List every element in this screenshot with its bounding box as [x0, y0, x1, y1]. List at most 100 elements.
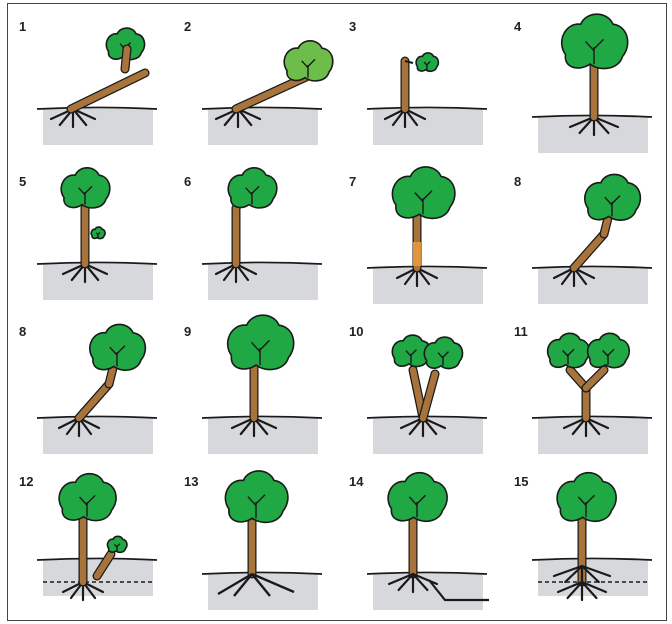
trunk: [570, 230, 608, 272]
tree-crown: [226, 314, 295, 371]
tree-crown: [556, 471, 617, 523]
crown-branches: [109, 345, 126, 367]
tree-panel: 5: [13, 164, 173, 314]
tree-crown: [391, 166, 456, 220]
tree-illustration: [201, 470, 323, 610]
roots: [387, 572, 439, 594]
panel-number: 3: [349, 19, 357, 34]
trunk: [232, 73, 310, 113]
crown-branches: [414, 190, 433, 215]
tree-illustration: [201, 314, 323, 454]
ground-line: [531, 265, 653, 269]
tree-crown: [586, 332, 631, 369]
tree-illustration: [531, 173, 653, 304]
tree-illustration: [36, 472, 158, 602]
roots: [61, 580, 105, 602]
tree-illustration: [201, 167, 323, 300]
tree-crown: [387, 471, 448, 523]
tree-panel: 11: [508, 314, 668, 464]
tree-crown: [560, 13, 629, 70]
tree-drawing: [36, 323, 158, 454]
tree-drawing: [366, 166, 488, 304]
tree-crown: [423, 336, 464, 370]
ground-line: [36, 261, 158, 265]
panel-number: 15: [514, 474, 529, 489]
tree-drawing: [201, 470, 323, 610]
trunk: [67, 69, 149, 113]
ground-line: [366, 571, 488, 575]
tree-drawing: [531, 13, 653, 153]
panel-number: 5: [19, 174, 27, 189]
trunk: [75, 380, 113, 422]
tree-illustration: [366, 166, 488, 304]
tree-panel: 4: [508, 9, 668, 159]
damaged-bark: [413, 242, 421, 266]
trunk: [121, 45, 131, 73]
crown-branches: [423, 60, 431, 70]
panel-number: 14: [349, 474, 364, 489]
crown-branches: [250, 339, 270, 366]
soil: [43, 418, 153, 454]
roots: [49, 107, 97, 129]
tree-crown: [227, 167, 278, 209]
crown-branches: [437, 351, 449, 366]
tree-illustration: [366, 52, 488, 145]
crown-branches: [562, 348, 575, 365]
crown-branches: [584, 38, 604, 65]
ground-line: [36, 106, 158, 110]
tree-illustration: [531, 13, 653, 153]
tree-illustration: [36, 323, 158, 454]
tree-panel: 12: [13, 464, 173, 614]
tree-drawing: [366, 334, 488, 454]
panel-number: 12: [19, 474, 34, 489]
tree-crown: [584, 173, 642, 221]
ground-line: [531, 415, 653, 419]
tree-illustration: [366, 334, 488, 454]
trunk: [105, 364, 117, 388]
roots: [552, 564, 612, 586]
panel-number: 8: [514, 174, 522, 189]
crown-branches: [301, 58, 316, 78]
trunk: [419, 370, 439, 422]
panel-number: 7: [349, 174, 357, 189]
roots: [214, 107, 262, 129]
tree-drawing: [531, 471, 653, 602]
soil: [373, 109, 483, 145]
tree-illustration: [36, 27, 158, 145]
ground-step: [428, 579, 489, 602]
soil: [538, 418, 648, 454]
ground-line: [201, 571, 323, 575]
crown-branches: [113, 543, 121, 552]
roots: [214, 262, 258, 284]
soil: [208, 418, 318, 454]
tree-drawing: [36, 27, 158, 145]
tree-crown: [89, 323, 147, 371]
panel-number: 10: [349, 324, 364, 339]
roots: [230, 416, 278, 438]
roots: [556, 580, 608, 602]
tree-panel: 3: [343, 9, 503, 159]
soil: [538, 560, 648, 596]
tree-panel: 2: [178, 9, 338, 159]
tree-drawing: [366, 471, 489, 610]
tree-drawing: [531, 173, 653, 304]
tree-illustration: [531, 471, 653, 602]
tree-panel: 6: [178, 164, 338, 314]
ground-line: [201, 415, 323, 419]
roots: [395, 266, 439, 288]
ground-line: [366, 106, 488, 110]
ground-line: [201, 106, 323, 110]
crown-branches: [577, 494, 595, 518]
tree-panel: 8: [13, 314, 173, 464]
tree-panel: 7: [343, 164, 503, 314]
panel-number: 2: [184, 19, 192, 34]
crown-branches: [405, 349, 417, 364]
ground-line: [36, 415, 158, 419]
roots: [562, 416, 610, 438]
tree-drawing: [201, 314, 323, 454]
tree-illustration: [531, 332, 653, 454]
tree-illustration: [201, 40, 334, 145]
tree-crown: [106, 535, 128, 554]
ground-line: [201, 261, 323, 265]
